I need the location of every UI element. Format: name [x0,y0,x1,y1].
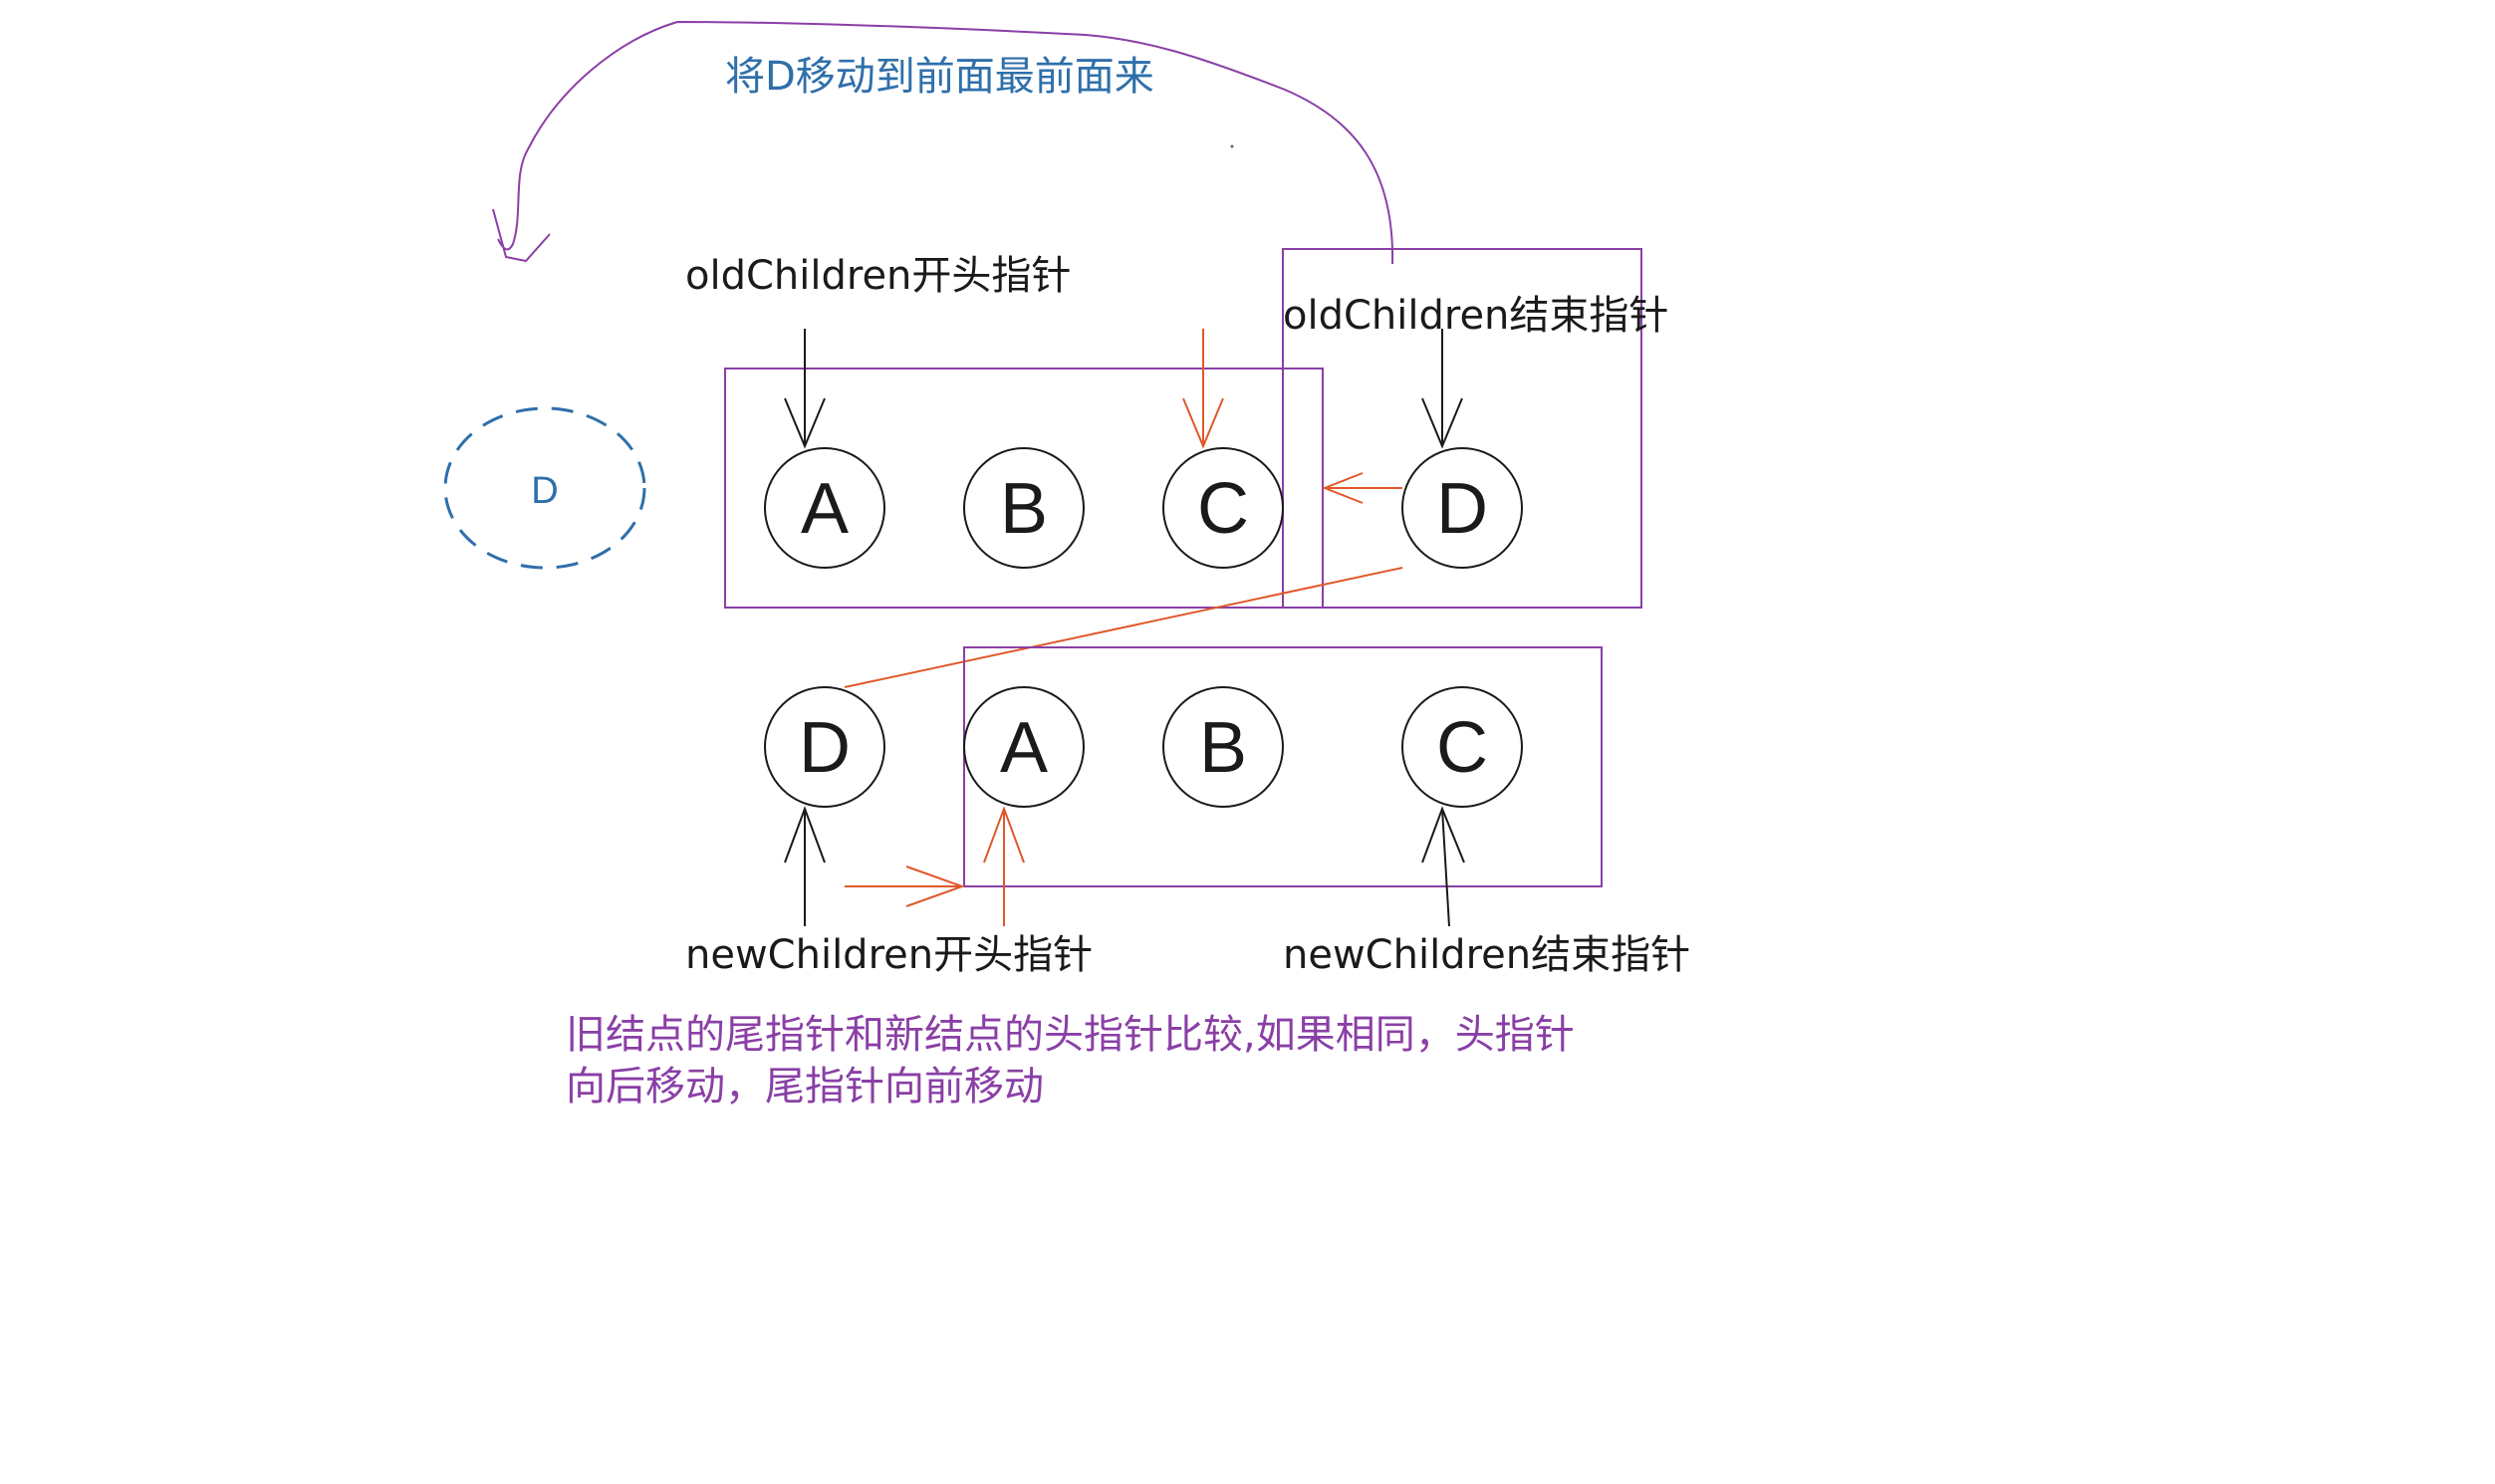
old-node-c: C [1162,447,1284,569]
old-end-label: oldChildren结束指针 [1283,293,1668,339]
new-node-a: A [963,686,1085,808]
new-node-c-label: C [1436,708,1488,788]
new-node-d-label: D [799,708,851,788]
new-node-b: B [1162,686,1284,808]
orange-arrow-right [845,866,965,907]
new-node-b-label: B [1199,708,1247,788]
old-node-a-label: A [801,469,849,549]
new-children-box [963,646,1603,887]
move-curve-arrow [497,20,1394,265]
orange-arrow-to-c [1182,329,1224,449]
title-annotation: 将D移动到前面最前面来 [725,54,1154,100]
description-line-2: 向后移动，尾指针向前移动 [566,1064,1044,1110]
new-end-label: newChildren结束指针 [1283,932,1690,978]
old-node-d-label: D [1436,469,1488,549]
new-start-arrow [784,806,826,926]
new-node-d: D [764,686,885,808]
orange-arrow-to-a [983,806,1025,926]
stray-dot [1230,144,1234,148]
description-line-1: 旧结点的尾指针和新结点的头指针比较,如果相同，头指针 [566,1012,1575,1058]
new-node-c: C [1401,686,1523,808]
old-node-b-label: B [1000,469,1048,549]
old-start-label: oldChildren开头指针 [685,253,1071,299]
old-end-arrow [1421,329,1463,449]
ghost-node-circle [443,406,646,570]
old-start-arrow [784,329,826,449]
old-node-a: A [764,447,885,569]
old-node-b: B [963,447,1085,569]
old-node-d: D [1401,447,1523,569]
orange-connector-d [844,567,1403,688]
new-start-label: newChildren开头指针 [685,932,1093,978]
old-node-c-label: C [1197,469,1249,549]
old-end-box [1282,248,1642,609]
orange-arrow-d-left [1322,472,1402,504]
new-end-arrow [1421,806,1465,927]
move-arrowhead [492,208,551,263]
ghost-node-label: D [531,470,558,512]
new-node-a-label: A [1000,708,1048,788]
